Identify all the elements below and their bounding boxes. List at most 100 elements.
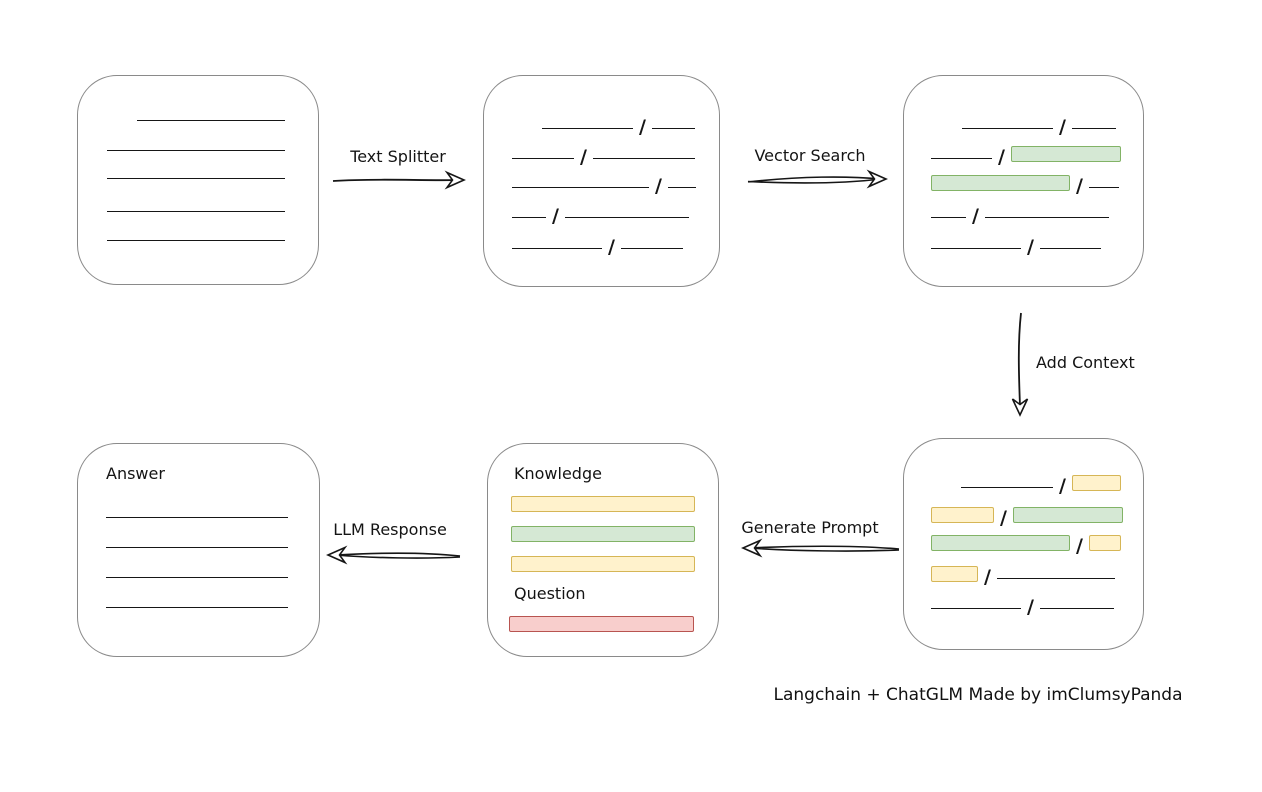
text-row: / (931, 526, 1121, 557)
text-row: / (542, 107, 695, 138)
text-row: / (931, 587, 1114, 618)
diagram-caption: Langchain + ChatGLM Made by imClumsyPand… (773, 685, 1183, 705)
slash-separator: / (639, 116, 646, 138)
slash-separator: / (984, 566, 991, 588)
text-splitter-arrow (332, 170, 466, 190)
answer-label: Answer (106, 464, 165, 483)
knowledge-bar-1 (511, 496, 695, 512)
text-line (564, 217, 689, 218)
text-line (931, 608, 1021, 609)
text-row: / (512, 227, 683, 258)
text-row: / (931, 166, 1119, 197)
slash-separator: / (1000, 507, 1007, 529)
slash-separator: / (1059, 475, 1066, 497)
text-row: / (931, 227, 1101, 258)
text-line (512, 187, 649, 188)
slash-separator: / (1076, 175, 1083, 197)
slash-separator: / (972, 205, 979, 227)
text-line (512, 217, 546, 218)
text-line (106, 577, 288, 578)
text-row: / (931, 557, 1115, 588)
knowledge-label: Knowledge (514, 464, 602, 483)
text-row: / (512, 137, 695, 168)
text-row (107, 219, 285, 241)
text-line (107, 150, 285, 151)
text-line (961, 487, 1053, 488)
text-row (137, 99, 285, 121)
text-line (1088, 187, 1119, 188)
text-row: / (931, 498, 1123, 529)
slash-separator: / (1027, 236, 1034, 258)
yellow-chunk (1071, 475, 1121, 491)
slash-separator: / (1059, 116, 1066, 138)
add-context-arrow (1011, 312, 1029, 417)
add-context-label: Add Context (1036, 353, 1135, 372)
generate-prompt-arrow (741, 538, 900, 558)
slash-separator: / (655, 175, 662, 197)
green-chunk (1010, 146, 1121, 162)
text-line (107, 211, 285, 212)
text-line (1071, 128, 1116, 129)
text-row: / (931, 137, 1121, 168)
text-splitter-label: Text Splitter (350, 147, 446, 166)
text-row: / (512, 196, 689, 227)
text-row (107, 157, 285, 179)
answer-box: Answer (77, 443, 320, 657)
text-line (542, 128, 633, 129)
context-chunks-box: / / / / / (903, 438, 1144, 650)
text-line (984, 217, 1109, 218)
yellow-chunk (1088, 535, 1121, 551)
text-row: / (512, 166, 696, 197)
text-line (107, 178, 285, 179)
slash-separator: / (1076, 535, 1083, 557)
text-line (1039, 248, 1101, 249)
vector-search-arrow (747, 169, 888, 189)
text-row: / (962, 107, 1116, 138)
slash-separator: / (1027, 596, 1034, 618)
document-box (77, 75, 319, 285)
text-line (592, 158, 695, 159)
text-row (106, 526, 288, 548)
yellow-chunk (931, 507, 994, 523)
knowledge-bar-3 (511, 556, 695, 572)
text-line (106, 607, 288, 608)
green-chunk (931, 175, 1070, 191)
slash-separator: / (580, 146, 587, 168)
text-row: / (931, 196, 1109, 227)
text-line (962, 128, 1053, 129)
text-row: / (961, 466, 1121, 497)
text-row (106, 496, 288, 518)
yellow-chunk (931, 566, 978, 582)
generate-prompt-label: Generate Prompt (741, 518, 879, 537)
text-line (620, 248, 683, 249)
text-line (106, 547, 288, 548)
text-row (107, 190, 285, 212)
knowledge-bar-2 (511, 526, 695, 542)
text-line (651, 128, 695, 129)
text-line (512, 248, 602, 249)
llm-response-label: LLM Response (333, 520, 447, 539)
split-chunks-box: / / / / / (483, 75, 720, 287)
green-chunk (931, 535, 1070, 551)
vector-search-label: Vector Search (754, 146, 866, 165)
llm-response-arrow (326, 545, 461, 565)
green-chunk (1012, 507, 1123, 523)
vector-search-result-box: / / / / / (903, 75, 1144, 287)
text-line (137, 120, 285, 121)
text-row (106, 556, 288, 578)
text-line (106, 517, 288, 518)
text-line (667, 187, 696, 188)
text-line (996, 578, 1115, 579)
slash-separator: / (552, 205, 559, 227)
question-bar (509, 616, 694, 632)
prompt-box: Knowledge Question (487, 443, 719, 657)
text-row (107, 129, 285, 151)
text-line (512, 158, 574, 159)
slash-separator: / (608, 236, 615, 258)
slash-separator: / (998, 146, 1005, 168)
text-line (931, 217, 966, 218)
text-row (106, 586, 288, 608)
text-line (1039, 608, 1114, 609)
text-line (931, 158, 992, 159)
